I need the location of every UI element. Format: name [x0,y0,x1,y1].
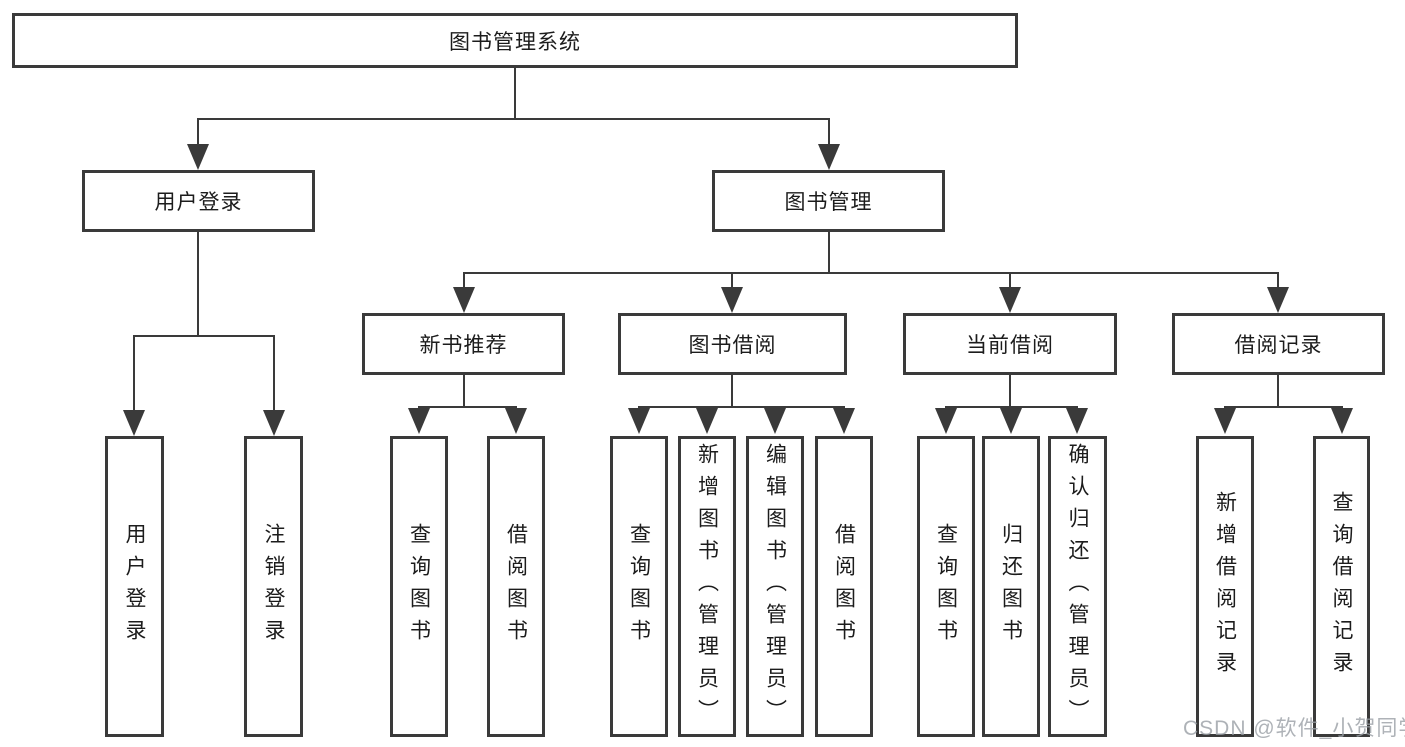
connector-bar [638,406,845,408]
arrow-down-icon [721,287,743,313]
node-book-management-label: 图书管理 [784,191,873,214]
arrow-down-icon [1214,408,1236,434]
leaf-query-book-1: 查询图书 [390,436,448,737]
connector-bar [1224,406,1343,408]
connector-drop [463,272,465,289]
leaf-label: 编辑图书（管理员） [763,442,787,731]
leaf-label: 注销登录 [262,522,285,651]
connector-drop [828,118,830,146]
leaf-return-book: 归还图书 [982,436,1040,737]
leaf-add-book-admin: 新增图书（管理员） [678,436,736,737]
arrow-down-icon [935,408,957,434]
leaf-label: 借阅图书 [504,522,528,651]
node-user-login: 用户登录 [82,170,315,232]
leaf-label: 查询图书 [627,522,651,651]
csdn-watermark: CSDN @软件_小贺同学 [1183,717,1405,740]
node-root-label: 图书管理系统 [449,30,581,54]
connector-drop [1009,272,1011,289]
arrow-down-icon [628,408,650,434]
arrow-down-icon [505,408,527,434]
arrow-down-icon [764,408,786,434]
leaf-label: 借阅图书 [832,522,856,651]
connector-stem [463,375,465,407]
connector-root-stem [514,68,516,119]
node-new-book-recommend: 新书推荐 [362,313,565,375]
leaf-label: 查询图书 [934,522,958,651]
node-current-borrow: 当前借阅 [903,313,1117,375]
leaf-query-borrow-record: 查询借阅记录 [1313,436,1370,737]
arrow-down-icon [453,287,475,313]
node-book-borrow-label: 图书借阅 [688,334,777,357]
connector-stem [828,232,830,273]
arrow-down-icon [408,408,430,434]
arrow-down-icon [696,408,718,434]
node-borrow-record: 借阅记录 [1172,313,1385,375]
connector-bar [945,406,1078,408]
connector-stem [1009,375,1011,407]
arrow-down-icon [1066,408,1088,434]
leaf-confirm-return-admin: 确认归还（管理员） [1048,436,1107,737]
leaf-label: 新增借阅记录 [1213,490,1237,683]
node-root: 图书管理系统 [12,13,1018,68]
leaf-edit-book-admin: 编辑图书（管理员） [746,436,804,737]
arrow-down-icon [1267,287,1289,313]
arrow-down-icon [187,144,209,170]
connector-stem [1277,375,1279,407]
connector-stem [731,375,733,407]
leaf-label: 查询图书 [407,522,431,651]
leaf-query-book-3: 查询图书 [917,436,975,737]
leaf-logout: 注销登录 [244,436,303,737]
leaf-label: 查询借阅记录 [1330,490,1353,683]
leaf-borrow-book-1: 借阅图书 [487,436,545,737]
connector-root-bar [197,118,830,120]
connector-drop [273,335,275,412]
connector-drop [133,335,135,412]
leaf-label: 确认归还（管理员） [1066,442,1089,731]
leaf-label: 归还图书 [999,522,1023,651]
arrow-down-icon [833,408,855,434]
leaf-label: 新增图书（管理员） [695,442,719,731]
leaf-user-login: 用户登录 [105,436,164,737]
node-book-management: 图书管理 [712,170,945,232]
node-borrow-record-label: 借阅记录 [1234,334,1323,357]
connector-drop [731,272,733,289]
leaf-label: 用户登录 [123,522,146,651]
arrow-down-icon [1331,408,1353,434]
node-current-borrow-label: 当前借阅 [966,334,1054,357]
node-new-book-recommend-label: 新书推荐 [419,334,508,357]
leaf-borrow-book-2: 借阅图书 [815,436,873,737]
leaf-add-borrow-record: 新增借阅记录 [1196,436,1254,737]
arrow-down-icon [263,410,285,436]
node-user-login-label: 用户登录 [154,191,243,214]
connector-bar [133,335,274,337]
node-book-borrow: 图书借阅 [618,313,847,375]
connector-drop [1277,272,1279,289]
leaf-query-book-2: 查询图书 [610,436,668,737]
arrow-down-icon [1000,408,1022,434]
connector-drop [197,118,199,146]
connector-stem [197,232,199,335]
connector-bar [418,406,517,408]
arrow-down-icon [818,144,840,170]
connector-bar [463,272,1279,274]
arrow-down-icon [999,287,1021,313]
arrow-down-icon [123,410,145,436]
